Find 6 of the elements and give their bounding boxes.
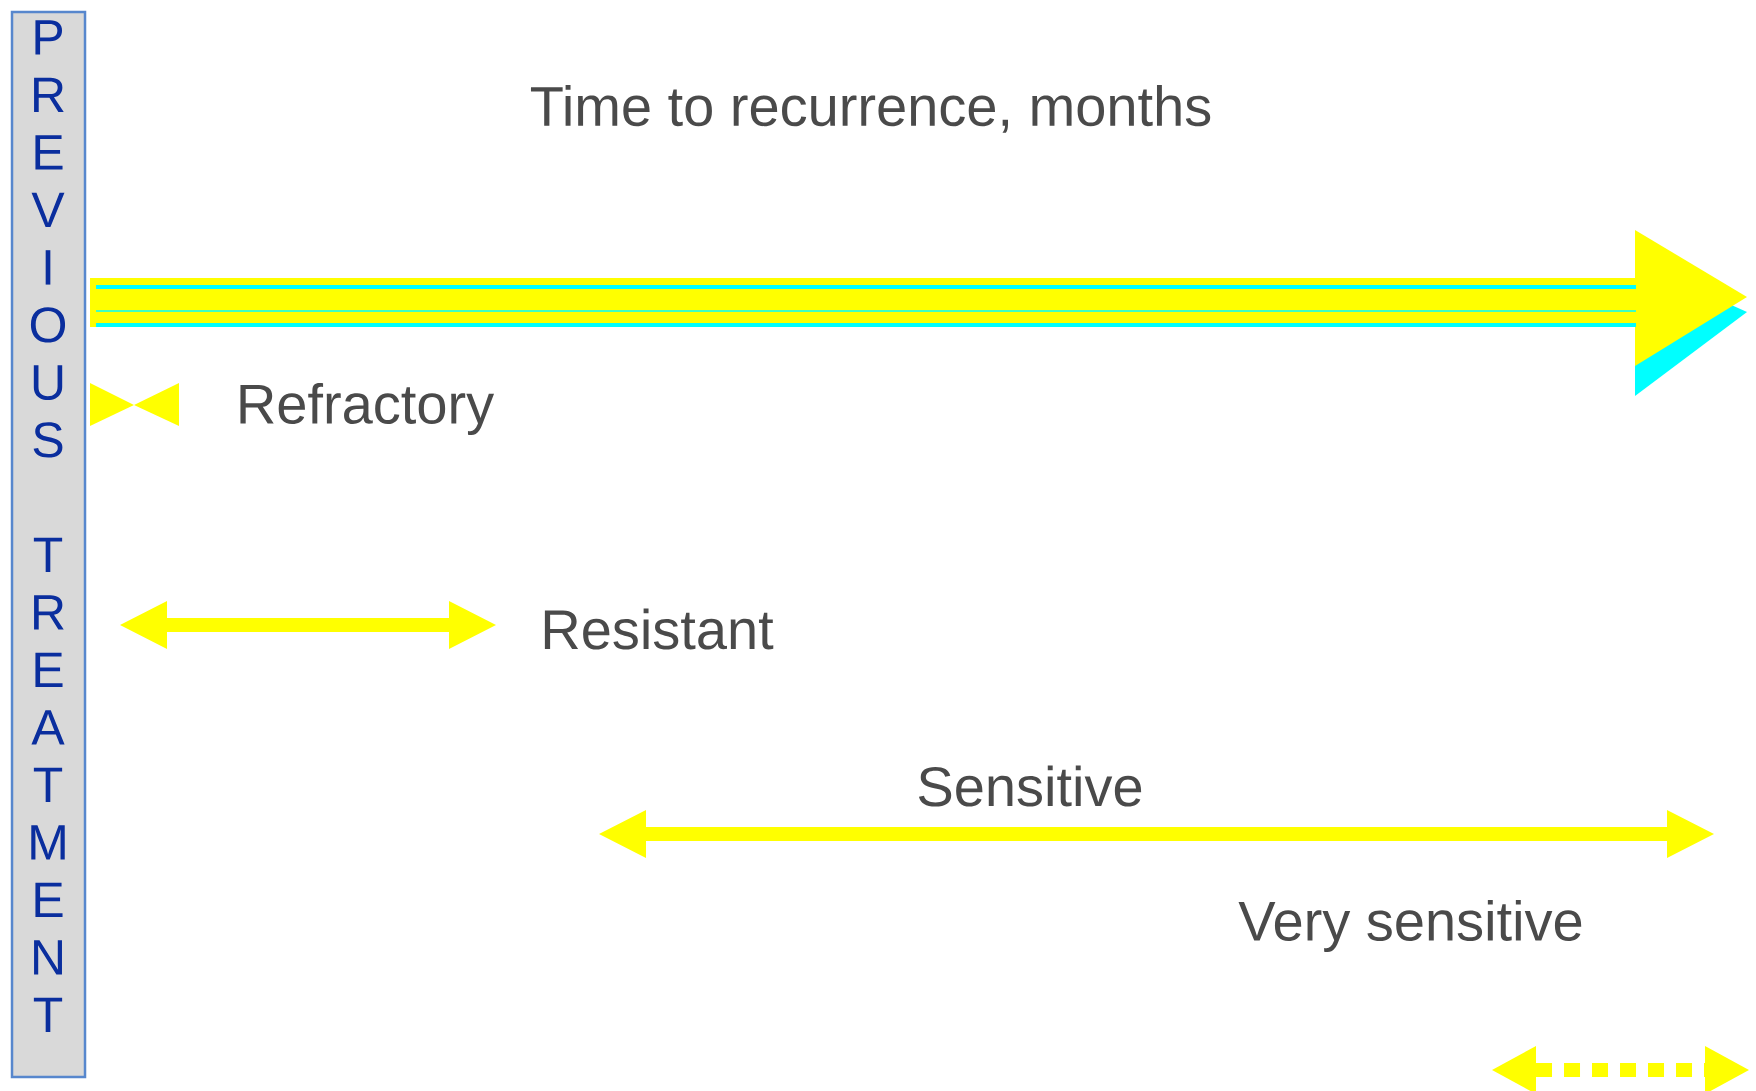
text-label: Refractory: [240, 382, 495, 436]
text-label: Sensitive: [918, 765, 1142, 807]
text-label: Resistant: [544, 608, 774, 650]
text-label: Time to recurrence, months: [530, 85, 1211, 133]
text-label: Very sensitive: [1238, 899, 1582, 953]
side-bar: PREVIOUS TREATMENT: [10, 10, 87, 1079]
